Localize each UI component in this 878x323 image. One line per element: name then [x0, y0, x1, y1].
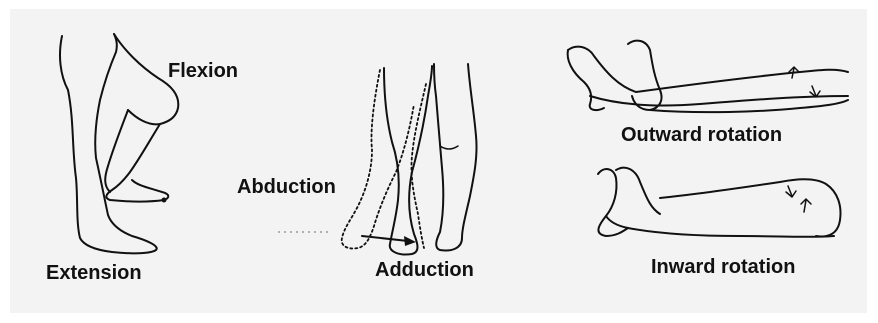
inward-rotation-figure	[598, 168, 840, 237]
inward-rotation-arrow-up	[801, 199, 811, 212]
heel-mark	[162, 198, 167, 203]
flexion-label: Flexion	[168, 61, 238, 81]
inward-leg-upper-outline	[660, 179, 840, 236]
outward-rotation-arrow-down	[810, 86, 820, 97]
outward-foot-left-outline	[568, 50, 604, 110]
flexion-extension-figure	[60, 34, 178, 253]
inward-heel-outline	[606, 216, 628, 228]
outward-rotation-label: Outward rotation	[621, 125, 782, 145]
inward-rotation-label: Inward rotation	[651, 257, 795, 277]
abduction-adduction-figure	[278, 64, 477, 255]
outward-leg-upper-outline	[568, 47, 848, 92]
standing-right-leg-outline	[434, 64, 477, 251]
knee-line	[440, 146, 458, 149]
abducted-leg-dotted	[342, 70, 414, 249]
adduction-label: Adduction	[375, 260, 474, 280]
inward-foot-right-outline	[616, 168, 660, 214]
outward-foot-right-outline	[628, 41, 662, 110]
outward-leg-lower-outline	[590, 96, 848, 106]
standing-left-leg-outline	[384, 66, 432, 255]
outward-rotation-figure	[568, 41, 848, 113]
adduction-arrow-head	[404, 236, 416, 246]
abduction-label: Abduction	[237, 177, 336, 197]
flexed-shin-outline	[106, 124, 168, 202]
extension-label: Extension	[46, 263, 142, 283]
inward-leg-lower-outline	[628, 228, 834, 237]
inward-rotation-arrow-down	[786, 186, 796, 197]
